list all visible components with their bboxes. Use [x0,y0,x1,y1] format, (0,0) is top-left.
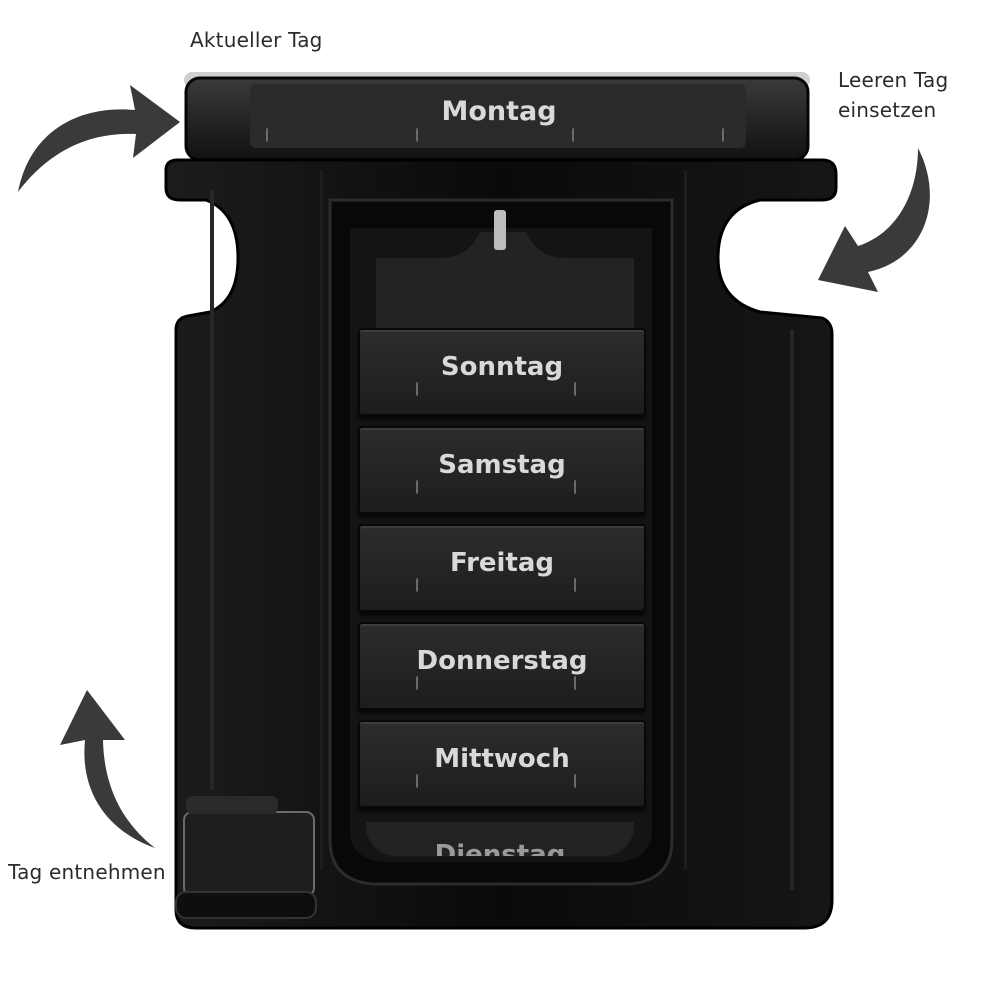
curved-arrow-up-left-icon [60,690,155,848]
annotation-insert-empty-day-line1: Leeren Tag [838,68,949,92]
day-label: Sonntag [440,352,564,382]
day-tray-saturday[interactable]: Samstag [358,426,646,514]
top-clip-1 [266,128,272,142]
top-clip-3 [572,128,578,142]
curved-arrow-right-icon [818,148,930,292]
clip [574,480,580,494]
annotation-insert-empty-day-line2: einsetzen [838,98,937,122]
clip [574,578,580,592]
day-label: Mittwoch [434,744,570,774]
day-tray-wednesday[interactable]: Mittwoch [358,720,646,808]
day-tray-thursday[interactable]: Donnerstag [358,622,646,710]
day-tray-tuesday[interactable]: Dienstag [366,822,634,856]
clip [574,382,580,396]
top-slot-label: Montag [441,96,557,127]
top-clip-4 [722,128,728,142]
day-label: Donnerstag [416,646,588,676]
annotation-current-day: Aktueller Tag [190,28,323,52]
day-tray-friday[interactable]: Freitag [358,524,646,612]
clip [416,774,422,788]
top-current-day-tray [184,72,810,162]
day-label: Samstag [438,450,566,480]
curved-arrow-top-left-icon [18,85,180,192]
bottom-drawer [175,796,317,919]
day-label: Dienstag [434,840,566,856]
annotation-take-day: Tag entnehmen [8,860,166,884]
clip [416,578,422,592]
clip [574,774,580,788]
clip [416,480,422,494]
top-clip-2 [416,128,422,142]
clip [416,676,422,690]
day-tray-sunday[interactable]: Sonntag [358,328,646,416]
clip [416,382,422,396]
day-label: Freitag [449,548,555,578]
clip [574,676,580,690]
